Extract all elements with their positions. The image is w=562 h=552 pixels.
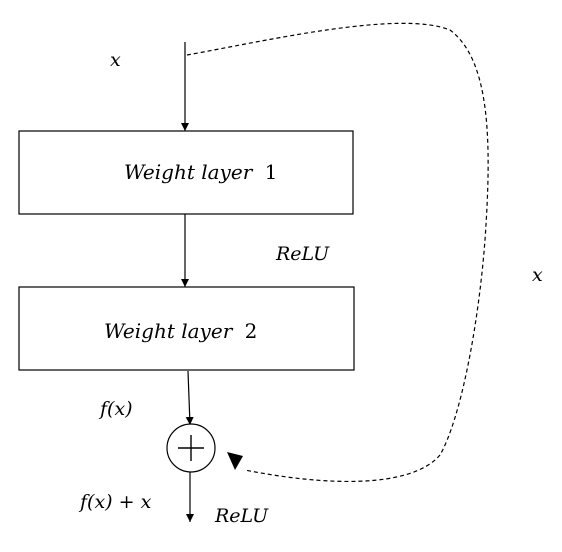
layer2-to-sum-arrow <box>185 370 194 426</box>
input-x-label: x <box>110 49 121 71</box>
weight-layer-1: Weight layer 1 <box>18 130 354 215</box>
relu-mid-label: ReLU <box>275 243 330 265</box>
weight-layer-1-label: Weight layer 1 <box>124 160 277 184</box>
weight-layer-2-box <box>18 286 355 371</box>
weight-layer-1-box <box>18 130 354 215</box>
skip-connection-arrowhead <box>227 452 243 470</box>
skip-connection-path <box>186 22 489 483</box>
skip-x-label: x <box>532 264 543 286</box>
relu-out-label: ReLU <box>214 505 269 527</box>
weight-layer-2-index: 2 <box>245 319 258 343</box>
weight-layer-1-name: Weight layer <box>124 160 254 184</box>
weight-layer-1-index: 1 <box>265 160 278 184</box>
weight-layer-2-name: Weight layer <box>104 319 234 343</box>
weight-layer-2-label: Weight layer 2 <box>104 319 257 343</box>
weight-layer-2: Weight layer 2 <box>18 286 355 371</box>
circled-plus-icon <box>166 423 216 473</box>
residual-fx-label: f(x) <box>98 398 133 420</box>
sum-label: f(x) + x <box>78 491 152 513</box>
